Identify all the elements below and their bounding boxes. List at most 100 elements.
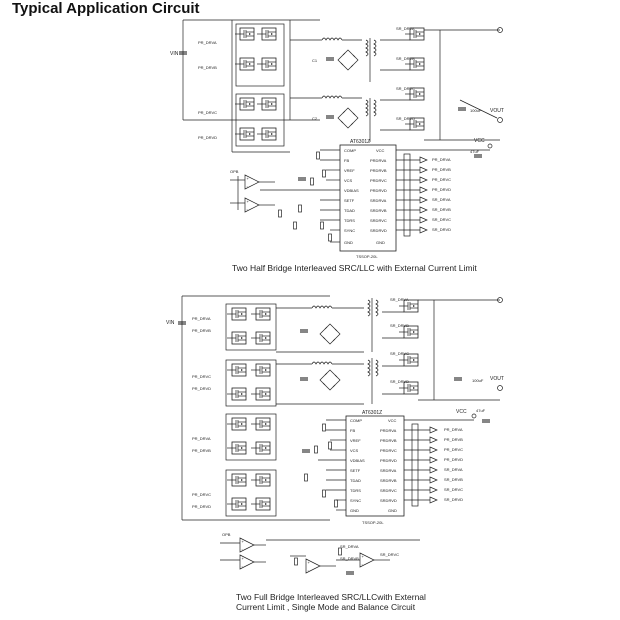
caption-circuit-2: Two Full Bridge Interleaved SRC/LLCwith … [236,592,426,612]
svg-text:PR_DRVD: PR_DRVD [432,187,451,192]
svg-text:OPB: OPB [230,169,239,174]
svg-text:VCS: VCS [350,448,359,453]
svg-text:GND: GND [344,240,353,245]
svg-text:COMP: COMP [344,148,356,153]
c2-right-pins: VCC PRDRVA PRDRVB PRDRVC PRDRVD SRDRVA S… [380,418,397,513]
svg-text:PR_DRVA: PR_DRVA [444,427,463,432]
svg-text:SRDRVC: SRDRVC [370,218,387,223]
svg-text:SETF: SETF [344,198,355,203]
c2-sr-drvb-in: SR_DRVB [390,323,409,328]
circuit-1: VIN PR_DRVA PR_DRVB PR_DRVC PR_DRVD C1 [170,19,504,259]
svg-text:SR_DRVA: SR_DRVA [444,467,463,472]
svg-text:SETF: SETF [350,468,361,473]
svg-text:SR_DRVC: SR_DRVC [444,487,463,492]
svg-text:OPB: OPB [222,532,231,537]
svg-text:VCC: VCC [388,418,397,423]
svg-text:VDBIAS: VDBIAS [344,188,359,193]
svg-text:SR_DRVB: SR_DRVB [444,477,463,482]
c2-vin-label: VIN [166,320,175,326]
svg-text:VDBIAS: VDBIAS [350,458,365,463]
svg-text:SRDRVC: SRDRVC [380,488,397,493]
c1-pr-drvd-in: PR_DRVD [198,135,217,140]
c2-balance-label-1: SR_DRVA [340,544,359,549]
svg-text:TDRS: TDRS [344,218,355,223]
svg-text:FB: FB [350,428,355,433]
svg-text:GND: GND [388,508,397,513]
c2-sr-drva-in: SR_DRVA [390,297,409,302]
caption-circuit-2-line-1: Two Full Bridge Interleaved SRC/LLCwith … [236,592,426,602]
c2-left-pins: COMP FB VREF VCS VDBIAS SETF TDAD TDRS S… [350,418,365,513]
svg-text:SRDRVB: SRDRVB [370,208,387,213]
c2-pr-drvc-in: PR_DRVC [192,374,211,379]
c2-ic-name: AT6301Z [362,410,382,416]
c1-right-pins: VCC PRDRVA PRDRVB PRDRVC PRDRVD SRDRVA S… [370,148,387,245]
svg-text:PRDRVA: PRDRVA [380,428,397,433]
svg-text:C2: C2 [312,116,318,121]
svg-text:PR_DRVC: PR_DRVC [444,447,463,452]
c1-ic-body [339,144,397,252]
page-title: Typical Application Circuit [12,0,200,17]
c1-sr-drva-in: SR_DRVA [396,26,415,31]
svg-text:SR_DRVC: SR_DRVC [432,217,451,222]
c1-vout-label: VOUT [490,108,504,114]
svg-text:PR_DRVD: PR_DRVD [444,457,463,462]
svg-text:SR_DRVD: SR_DRVD [432,227,451,232]
c1-out-cap: 100uF [470,108,482,113]
c2-pr-drvd-in: PR_DRVD [192,386,211,391]
svg-text:VREF: VREF [344,168,355,173]
svg-text:PRDRVB: PRDRVB [380,438,397,443]
svg-text:SRDRVA: SRDRVA [370,198,387,203]
c1-left-pins: COMP FB VREF VCS VDBIAS SETF TDAD TDRS S… [344,148,359,245]
svg-text:TDAD: TDAD [350,478,361,483]
circuit-2: VIN PR_DRVA PR_DRVB PR_DRVC PR_DRVD PR_D… [166,295,504,575]
c1-vcc-label: VCC [474,138,485,144]
svg-text:PR_DRVD: PR_DRVD [192,504,211,509]
svg-text:VCC: VCC [376,148,385,153]
svg-text:PR_DRVC: PR_DRVC [432,177,451,182]
c1-ic-package: TSSOP-20L [356,254,378,259]
svg-text:PRDRVA: PRDRVA [370,158,387,163]
c1-sr-drvb-in: SR_DRVB [396,56,415,61]
svg-text:PRDRVC: PRDRVC [370,178,387,183]
svg-text:SRDRVD: SRDRVD [380,498,397,503]
svg-text:GND: GND [350,508,359,513]
svg-text:COMP: COMP [350,418,362,423]
svg-text:C1: C1 [312,58,318,63]
svg-text:SRDRVA: SRDRVA [380,468,397,473]
svg-text:TDRS: TDRS [350,488,361,493]
svg-text:SR_DRVA: SR_DRVA [432,197,451,202]
c2-sr-drvc-in: SR_DRVC [390,351,409,356]
svg-text:GND: GND [376,240,385,245]
svg-text:SR_DRVD: SR_DRVD [444,497,463,502]
svg-text:PR_DRVB: PR_DRVB [444,437,463,442]
svg-text:PR_DRVC: PR_DRVC [192,492,211,497]
vin-label: VIN [170,51,179,57]
c2-balance-label-2: SR_DRVB [340,556,359,561]
c2-vout-label: VOUT [490,376,504,382]
c1-sr-drvc-in: SR_DRVC [396,86,415,91]
svg-text:SRDRVD: SRDRVD [370,228,387,233]
c1-drive-outputs: PR_DRVA PR_DRVB PR_DRVC PR_DRVD SR_DRVA … [432,157,451,232]
svg-text:PR_DRVA: PR_DRVA [432,157,451,162]
c2-sr-drvd-in: SR_DRVD [390,379,409,384]
svg-text:PR_DRVB: PR_DRVB [192,448,211,453]
svg-text:PRDRVD: PRDRVD [370,188,387,193]
c2-pr-drvb-in: PR_DRVB [192,328,211,333]
svg-text:SYNC: SYNC [344,228,355,233]
caption-circuit-2-line-2: Current Limit , Single Mode and Balance … [236,602,416,612]
svg-text:VCS: VCS [344,178,353,183]
svg-text:FB: FB [344,158,349,163]
svg-text:SR_DRVB: SR_DRVB [432,207,451,212]
c2-pr-drva-in: PR_DRVA [192,316,211,321]
c2-out-cap: 100uF [472,378,484,383]
c1-pr-drvc-in: PR_DRVC [198,110,217,115]
c1-sr-drvd-in: SR_DRVD [396,116,415,121]
c2-ic-body [345,415,405,517]
svg-text:PRDRVC: PRDRVC [380,448,397,453]
svg-text:SYNC: SYNC [350,498,361,503]
caption-circuit-1: Two Half Bridge Interleaved SRC/LLC with… [232,263,477,273]
c2-vcc-label: VCC [456,409,467,415]
c1-pr-drva-in: PR_DRVA [198,40,217,45]
svg-text:PR_DRVA: PR_DRVA [192,436,211,441]
